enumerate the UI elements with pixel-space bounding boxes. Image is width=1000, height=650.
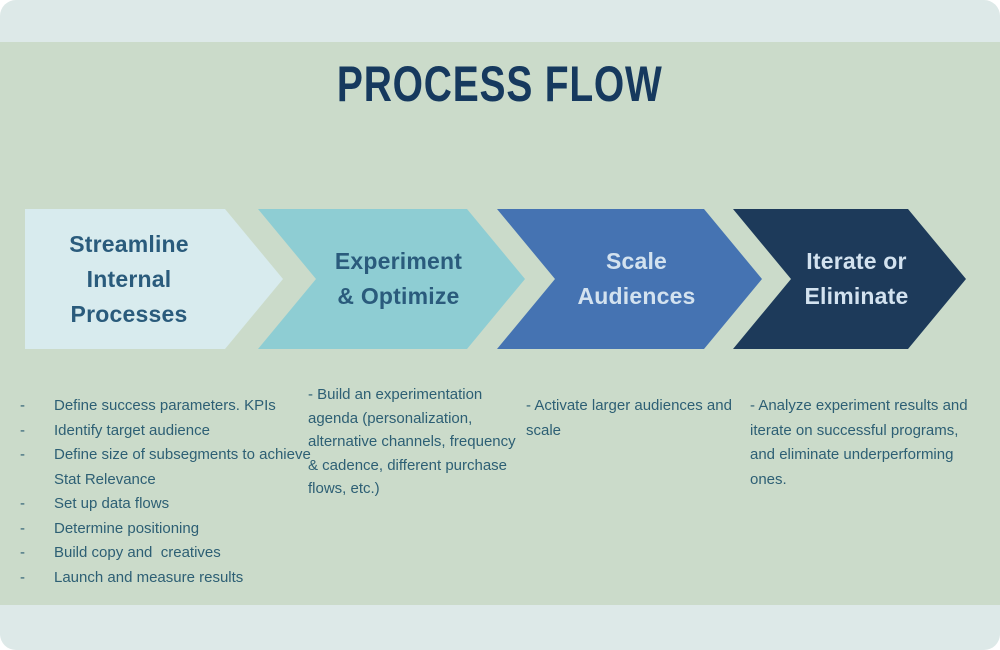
- bullet-item: - Define success parameters. KPIs: [16, 394, 312, 419]
- bullet-marker: -: [20, 519, 25, 537]
- page-title-wrap: PROCESS FLOW: [0, 55, 1000, 113]
- step-label: Iterate or Eliminate: [804, 244, 908, 314]
- process-arrows: Streamline Internal Processes Experiment…: [0, 209, 1000, 349]
- step-label-line1: Streamline: [69, 230, 189, 257]
- bullet-text: Determine positioning: [54, 519, 200, 537]
- bullet-marker: -: [20, 568, 25, 586]
- bullet-marker: -: [20, 446, 25, 463]
- bullet-item: - Identify target audience: [16, 419, 312, 444]
- step-label-line1: Iterate or: [806, 248, 907, 274]
- step-label-line2: Internal Processes: [70, 265, 188, 327]
- bullet-text: Build copy and creatives: [54, 544, 221, 561]
- bullet-item: - Define size of subsegments to achieve …: [16, 443, 312, 492]
- streamline-bullet-list: - Define success parameters. KPIs - Iden…: [16, 394, 312, 590]
- step-label-line1: Scale: [605, 248, 668, 274]
- step-arrow-streamline: Streamline Internal Processes: [25, 209, 283, 349]
- bullet-item: - Determine positioning: [16, 517, 312, 542]
- scale-note: - Activate larger audiences and scale: [526, 397, 737, 439]
- step-label-line2: & Optimize: [337, 283, 460, 309]
- bullet-text: Define size of subsegments to achieve St…: [54, 446, 311, 488]
- step-label: Streamline Internal Processes: [25, 227, 233, 332]
- bullet-text: Set up data flows: [54, 495, 170, 512]
- experiment-note: - Build an experimentation agenda (perso…: [308, 386, 520, 497]
- bullet-marker: -: [20, 421, 25, 439]
- bullet-text: Define success parameters. KPIs: [54, 397, 276, 414]
- bullet-text: Launch and measure results: [54, 568, 244, 586]
- step-arrow-iterate: Iterate or Eliminate: [733, 209, 966, 349]
- step-label: Experiment & Optimize: [335, 244, 462, 314]
- step-label-line2: Eliminate: [804, 283, 909, 309]
- step-arrow-scale: Scale Audiences: [497, 209, 762, 349]
- step-label-line2: Audiences: [577, 283, 696, 309]
- iterate-note: - Analyze experiment results and iterate…: [750, 397, 972, 488]
- page-title: PROCESS FLOW: [337, 56, 663, 112]
- step-label-line1: Experiment: [334, 248, 463, 274]
- bullet-marker: -: [20, 397, 25, 414]
- step-label: Scale Audiences: [577, 244, 695, 314]
- bullet-item: - Set up data flows: [16, 492, 312, 517]
- bullet-item: - Build copy and creatives: [16, 541, 312, 566]
- bullet-text: Identify target audience: [54, 421, 210, 439]
- bullet-item: - Launch and measure results: [16, 566, 312, 591]
- bullet-marker: -: [20, 495, 25, 512]
- bullet-marker: -: [20, 544, 25, 561]
- step-arrow-experiment: Experiment & Optimize: [258, 209, 525, 349]
